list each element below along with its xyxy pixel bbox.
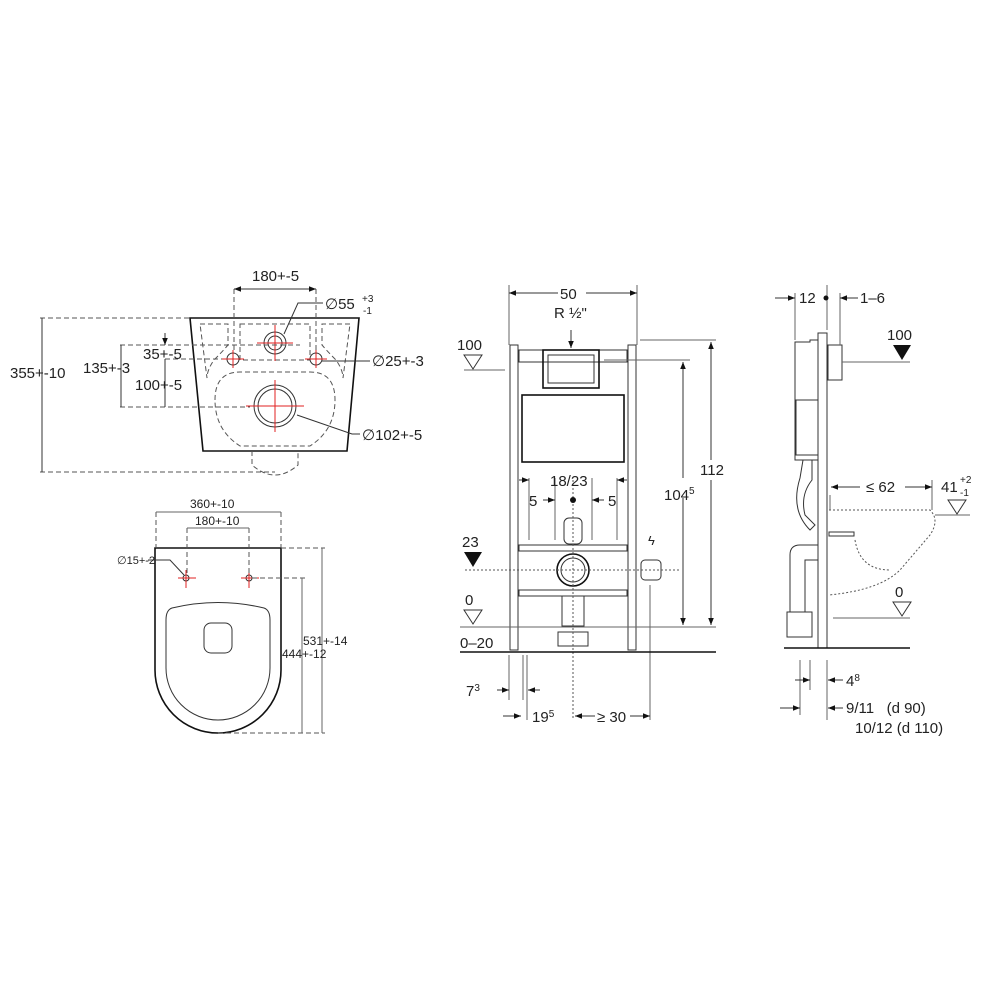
dim-112: 112 [700,462,724,479]
dim-104: 1045 [664,486,695,504]
seat-outline [165,602,271,721]
dim-length-holes: 444+-12 [282,647,327,661]
level-100: 100 [457,337,482,354]
dim-41: 41 [941,479,958,496]
dim-35: 35+-5 [143,346,182,363]
toilet-outline [189,317,360,452]
dim-1-6: 1–6 [860,290,885,307]
dim-height: 355+-10 [10,365,65,382]
level-23: 23 [462,534,479,551]
inner-contour [199,323,229,379]
dim-width: 360+-10 [190,497,235,511]
dim-hole-spacing: 180+-10 [195,514,240,528]
dim-hole-diameter: ∅15+-2 [117,555,155,567]
tolerance-plus: +2 [960,475,972,486]
level-0: 0 [465,592,473,609]
frame-side-view: 12 1–6 100 ≤ 62 41 +2 -1 0 48 9/11 (d 90… [775,285,972,737]
water-inlet-label: R ½" [554,305,587,322]
dim-135: 135+-3 [83,360,130,377]
dim-62: ≤ 62 [866,479,895,496]
cistern [521,394,625,463]
dim-19: 195 [532,709,555,726]
dim-inlet-diameter: ∅55 [325,296,355,313]
side-level-100: 100 [887,327,912,344]
electric-icon: ϟ [648,533,655,548]
floor-range: 0–20 [460,635,493,652]
dim-outlet-diameter: ∅102+-5 [362,427,422,444]
frame-front-view: 50 R ½" 100 23 0 0–20 18/23 5 5 ϟ 1045 1… [457,285,726,726]
dim-length: 531+-14 [303,634,348,648]
dim-frame-width: 50 [560,286,577,303]
tolerance-minus: -1 [363,306,372,317]
dim-18-23: 18/23 [550,473,588,490]
flush-plate [542,349,600,389]
tolerance-plus: +3 [362,294,374,305]
dim-5-right: 5 [608,493,616,510]
dim-7: 73 [466,683,480,700]
toilet-rear-view: 180+-5 ∅55 +3 -1 35+-5 135+-3 100+-5 ∅25… [10,268,424,476]
dim-9-11: 9/11 (d 90) [846,700,926,717]
dim-4: 48 [846,673,860,690]
dim-10-12: 10/12 (d 110) [855,720,943,737]
bowl-outline [154,547,282,734]
tolerance-minus: -1 [960,488,969,499]
dim-fixing-diameter: ∅25+-3 [372,353,424,370]
toilet-plan-view: 360+-10 180+-10 ∅15+-2 531+-14 444+-12 [117,497,348,734]
side-level-0: 0 [895,584,903,601]
dim-12: 12 [799,290,816,307]
dim-30: ≥ 30 [597,709,626,726]
dim-5-left: 5 [529,493,537,510]
dim-hole-spacing: 180+-5 [252,268,299,285]
dim-100: 100+-5 [135,377,182,394]
